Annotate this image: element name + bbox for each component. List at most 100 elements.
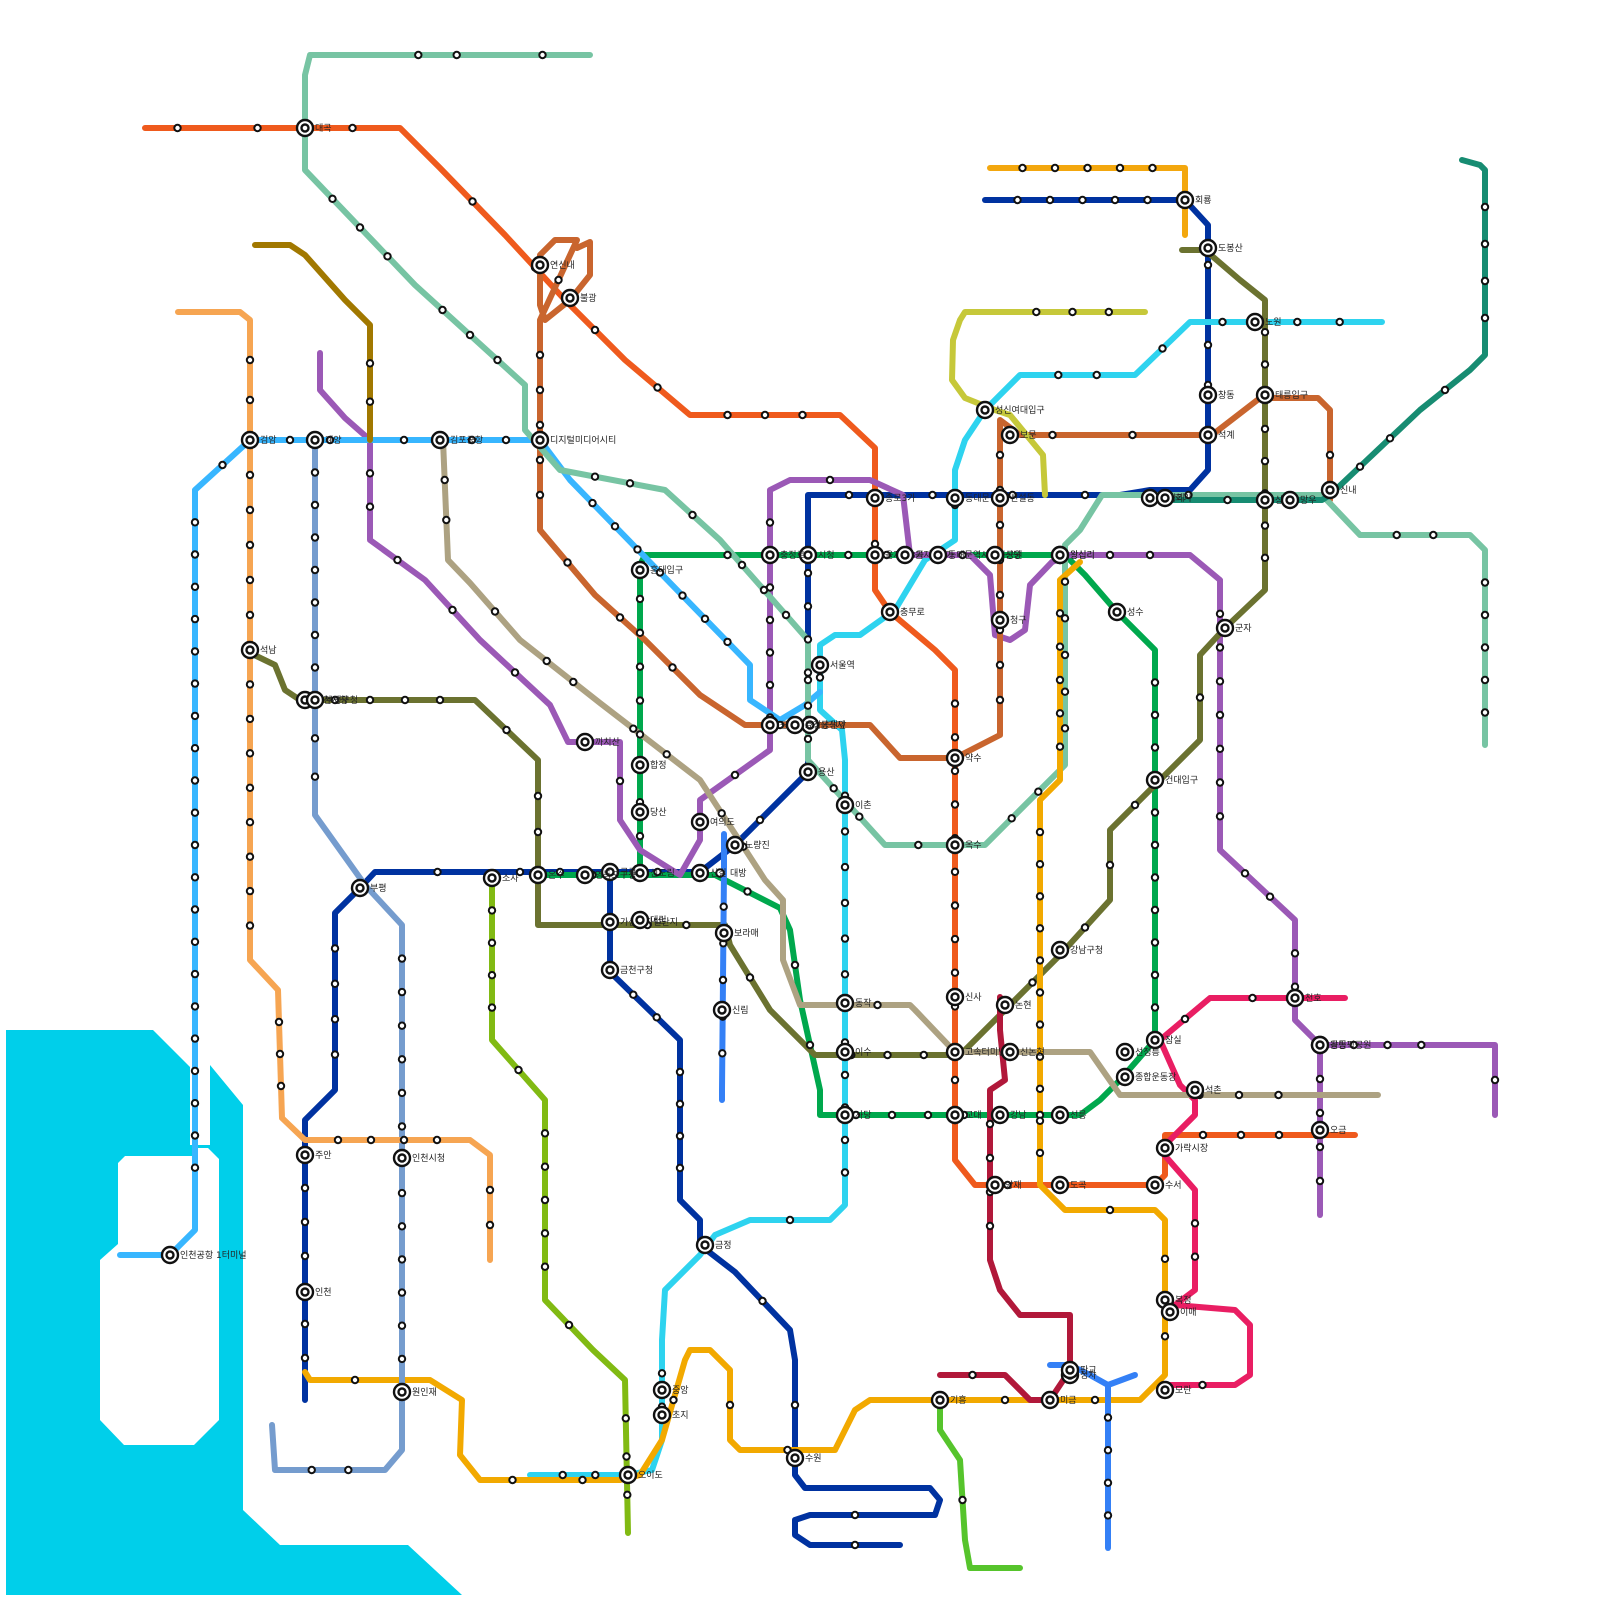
- minor-station-dot-icon: [1217, 813, 1223, 819]
- transfer-station-core-icon: [767, 722, 774, 729]
- station-kkachisan[interactable]: 까치산: [577, 734, 620, 750]
- minor-station-dot-icon: [394, 557, 400, 563]
- station-jongundong[interactable]: 종합운동장: [1117, 1069, 1176, 1085]
- station-hongik[interactable]: 홍대입구: [632, 562, 683, 578]
- station-yangjae[interactable]: 양재: [987, 1177, 1022, 1193]
- station-daerim[interactable]: 대림: [632, 912, 667, 928]
- station-gyeyang[interactable]: 계양: [307, 432, 342, 448]
- station-seongnam[interactable]: 석남: [242, 642, 277, 658]
- station-ichon[interactable]: 이촌: [837, 797, 872, 813]
- station-label: 초지: [672, 1410, 689, 1421]
- station-woninjae[interactable]: 원인재: [394, 1384, 437, 1400]
- station-digital-media[interactable]: 디지털미디어시티: [532, 432, 616, 448]
- station-label: 보문: [1020, 430, 1037, 441]
- station-dongjak[interactable]: 동작: [837, 995, 872, 1011]
- station-migeum[interactable]: 미금: [1042, 1392, 1077, 1408]
- station-oksu[interactable]: 옥수: [947, 837, 982, 853]
- station-daegok[interactable]: 대곡: [297, 120, 332, 136]
- station-dogok[interactable]: 도곡: [1052, 1177, 1087, 1193]
- minor-station-dot-icon: [925, 1112, 931, 1118]
- station-label: 충정로: [780, 550, 805, 561]
- station-incheon-city-hall[interactable]: 인천시청: [394, 1150, 445, 1166]
- minor-station-dot-icon: [677, 1101, 683, 1107]
- minor-station-dot-icon: [744, 888, 750, 894]
- minor-station-dot-icon: [767, 617, 773, 623]
- transfer-station-core-icon: [489, 875, 496, 882]
- minor-station-dot-icon: [1037, 893, 1043, 899]
- minor-station-dot-icon: [921, 1052, 927, 1058]
- station-wangsimni2[interactable]: 왕십리: [1052, 547, 1095, 563]
- station-chungjeongno[interactable]: 충정로: [762, 547, 805, 563]
- minor-station-dot-icon: [302, 1219, 308, 1225]
- station-sicheong[interactable]: 시청: [800, 547, 835, 563]
- minor-station-dot-icon: [467, 332, 473, 338]
- station-seolleung[interactable]: 선릉: [1052, 1107, 1087, 1123]
- transfer-station-core-icon: [399, 1155, 406, 1162]
- station-geondae[interactable]: 건대입구: [1147, 772, 1198, 788]
- station-dobongsan[interactable]: 도봉산: [1200, 240, 1243, 256]
- station-sadang[interactable]: 사당: [837, 1107, 872, 1123]
- transfer-station-core-icon: [607, 967, 614, 974]
- station-seongsu[interactable]: 성수: [1109, 604, 1144, 620]
- station-cheonggu[interactable]: 청구: [992, 612, 1027, 628]
- station-isu[interactable]: 이수: [837, 1044, 872, 1060]
- minor-station-dot-icon: [1418, 1042, 1424, 1048]
- station-yeouido[interactable]: 여의도: [692, 814, 735, 830]
- station-noryangjin[interactable]: 노량진: [727, 837, 770, 853]
- station-seoul[interactable]: 서울역: [812, 657, 855, 673]
- station-sillim[interactable]: 신림: [714, 1002, 749, 1018]
- station-label: 신당: [1005, 550, 1022, 561]
- minor-station-dot-icon: [592, 327, 598, 333]
- station-express-bus[interactable]: 고속터미널: [947, 1044, 1006, 1060]
- station-sungshin[interactable]: 성신여대입구: [977, 402, 1045, 418]
- station-label: 디지털미디어시티: [550, 434, 616, 446]
- minor-station-dot-icon: [454, 52, 460, 58]
- station-sinsa[interactable]: 신사: [947, 989, 982, 1005]
- station-geumcheon[interactable]: 금천구청: [602, 962, 653, 978]
- station-label: 이수: [855, 1047, 872, 1058]
- station-dangsan[interactable]: 당산: [632, 804, 667, 820]
- minor-station-dot-icon: [1037, 861, 1043, 867]
- minor-station-dot-icon: [192, 1100, 198, 1106]
- water-area: [6, 1030, 462, 1595]
- station-label: 고속터미널: [965, 1047, 1006, 1058]
- transfer-station-core-icon: [1262, 497, 1269, 504]
- station-chungmuro[interactable]: 충무로: [882, 604, 925, 620]
- station-hoeryong[interactable]: 회룡: [1177, 192, 1212, 208]
- station-label: 창동: [1218, 390, 1235, 401]
- station-jungang[interactable]: 중앙: [654, 1382, 689, 1398]
- station-gimpo-airport[interactable]: 김포공항: [432, 432, 483, 448]
- station-changdong[interactable]: 창동: [1200, 387, 1235, 403]
- minor-station-dot-icon: [1105, 1480, 1111, 1486]
- station-incheon[interactable]: 인천: [297, 1284, 332, 1300]
- minor-station-dot-icon: [1082, 924, 1088, 930]
- station-cheonho[interactable]: 천호: [1287, 990, 1322, 1006]
- minor-station-dot-icon: [449, 607, 455, 613]
- minor-station-dot-icon: [247, 854, 253, 860]
- minor-station-dot-icon: [1057, 710, 1063, 716]
- station-hapjeong[interactable]: 합정: [632, 757, 667, 773]
- minor-station-dot-icon: [367, 360, 373, 366]
- station-gangnam[interactable]: 강남: [992, 1107, 1027, 1123]
- station-seokchon[interactable]: 석촌: [1187, 1082, 1222, 1098]
- station-gyodae[interactable]: 교대: [947, 1107, 982, 1123]
- minor-station-dot-icon: [492, 608, 498, 614]
- minor-station-dot-icon: [1079, 197, 1085, 203]
- minor-station-dot-icon: [367, 470, 373, 476]
- station-olympic-park[interactable]: 올림픽공원: [1312, 1037, 1371, 1053]
- station-bupyeong-gu[interactable]: 부평구청: [307, 692, 358, 708]
- station-juan[interactable]: 주안: [297, 1147, 332, 1163]
- minor-station-dot-icon: [537, 352, 543, 358]
- station-taereung[interactable]: 태릉입구: [1257, 387, 1308, 403]
- minor-station-dot-icon: [399, 1323, 405, 1329]
- minor-station-dot-icon: [1292, 950, 1298, 956]
- station-gangnam-gu[interactable]: 강남구청: [1052, 942, 1103, 958]
- station-geomam[interactable]: 검암: [242, 432, 277, 448]
- station-ogeum[interactable]: 오금: [1312, 1122, 1347, 1138]
- station-sindang[interactable]: 신당: [987, 547, 1022, 563]
- station-giheung[interactable]: 기흥: [932, 1392, 967, 1408]
- minor-station-dot-icon: [1152, 809, 1158, 815]
- station-garak[interactable]: 가락시장: [1157, 1140, 1208, 1156]
- station-pangyo[interactable]: 판교: [1062, 1362, 1097, 1378]
- station-boramae[interactable]: 보라매: [716, 925, 759, 941]
